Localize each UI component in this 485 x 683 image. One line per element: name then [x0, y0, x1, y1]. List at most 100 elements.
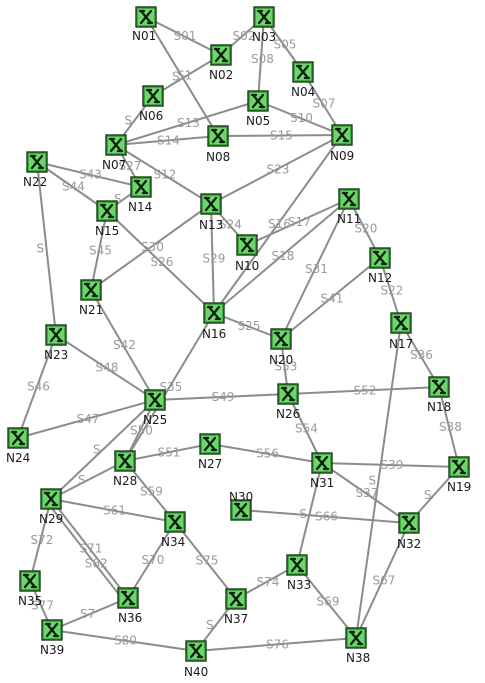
switch-x-icon[interactable] [247, 90, 269, 112]
link-line-s52-n26-n18[interactable] [287, 386, 440, 395]
link-line-s13-n07-n05[interactable] [115, 100, 259, 146]
node-n23[interactable]: N23 [44, 324, 68, 362]
node-n19[interactable]: N19 [447, 456, 471, 494]
node-n22[interactable]: N22 [23, 151, 48, 189]
node-n20[interactable]: N20 [269, 328, 293, 367]
switch-x-icon[interactable] [286, 554, 308, 576]
switch-x-icon[interactable] [45, 324, 67, 346]
node-n09[interactable]: N09 [330, 124, 354, 163]
switch-x-icon[interactable] [230, 499, 252, 521]
switch-x-icon[interactable] [41, 619, 63, 641]
link-line-s25-n16-n20[interactable] [213, 312, 282, 340]
node-n02[interactable]: N02 [209, 44, 233, 82]
link-line-s1-n02-n06[interactable] [152, 54, 222, 97]
node-n15[interactable]: N15 [95, 200, 119, 238]
link-line-s01-n01-n02[interactable] [145, 16, 222, 56]
link-line-s14-n07-n08[interactable] [115, 135, 219, 146]
link-line-s22-n12-n17[interactable] [379, 257, 402, 324]
switch-x-icon[interactable] [207, 125, 229, 147]
link-line-s66-n30-n32[interactable] [240, 509, 410, 524]
link-line-s69-n33-n38[interactable] [296, 564, 357, 639]
link-line-s16-n09-n16[interactable] [213, 134, 343, 314]
node-n05[interactable]: N05 [246, 90, 270, 128]
switch-x-icon[interactable] [114, 450, 136, 472]
switch-x-icon[interactable] [253, 6, 275, 28]
node-n35[interactable]: N35 [18, 570, 42, 608]
switch-x-icon[interactable] [236, 234, 258, 256]
switch-x-icon[interactable] [96, 200, 118, 222]
node-n27[interactable]: N27 [198, 433, 222, 471]
node-n13[interactable]: N13 [199, 193, 223, 232]
link-line-s72-n29-n35[interactable] [29, 498, 52, 582]
link-line-s35-n16-n28[interactable] [124, 312, 215, 462]
link-line-s12-n07-n13[interactable] [115, 144, 212, 205]
switch-x-icon[interactable] [448, 456, 470, 478]
link-line-s42-n21-n25[interactable] [90, 289, 156, 401]
switch-x-icon[interactable] [142, 85, 164, 107]
node-n17[interactable]: N17 [389, 312, 413, 351]
node-n18[interactable]: N18 [427, 376, 451, 414]
switch-x-icon[interactable] [428, 376, 450, 398]
link-line-s-n31-n33[interactable] [296, 462, 323, 566]
switch-x-icon[interactable] [144, 389, 166, 411]
switch-x-icon[interactable] [398, 512, 420, 534]
node-n03[interactable]: N03 [252, 6, 276, 44]
switch-x-icon[interactable] [200, 193, 222, 215]
link-line-s43-n22-n14[interactable] [36, 161, 142, 188]
node-n26[interactable]: N26 [276, 383, 300, 421]
node-n01[interactable]: N01 [132, 6, 157, 43]
link-line-s10-n05-n09[interactable] [257, 100, 343, 136]
node-n38[interactable]: N38 [345, 627, 370, 665]
link-line-s41-n12-n20[interactable] [280, 257, 381, 340]
switch-x-icon[interactable] [390, 312, 412, 334]
link-line-s7-n36-n39[interactable] [51, 597, 129, 631]
node-n32[interactable]: N32 [397, 512, 421, 551]
switch-x-icon[interactable] [203, 302, 225, 324]
switch-x-icon[interactable] [225, 588, 247, 610]
link-line-s18-n11-n16[interactable] [213, 198, 350, 314]
link-line-s17-n10-n11[interactable] [246, 198, 350, 246]
link-line-s56-n27-n31[interactable] [209, 443, 323, 464]
node-n07[interactable]: N07 [102, 134, 127, 172]
link-line-s51-n28-n27[interactable] [124, 443, 211, 462]
switch-x-icon[interactable] [105, 134, 127, 156]
node-n21[interactable]: N21 [79, 279, 103, 317]
switch-x-icon[interactable] [345, 627, 367, 649]
switch-x-icon[interactable] [40, 488, 62, 510]
link-line-s70-n34-n36[interactable] [127, 521, 176, 599]
node-n36[interactable]: N36 [117, 587, 142, 625]
node-n10[interactable]: N10 [235, 234, 259, 273]
link-line-s08-n03-n05[interactable] [257, 16, 265, 102]
node-n30[interactable]: N30 [229, 490, 253, 521]
link-line-s29-n13-n16[interactable] [210, 203, 215, 314]
node-n16[interactable]: N16 [202, 302, 226, 341]
switch-x-icon[interactable] [277, 383, 299, 405]
node-n29[interactable]: N29 [39, 488, 63, 526]
node-n39[interactable]: N39 [40, 619, 64, 657]
link-line-s-n25-n29[interactable] [50, 399, 156, 500]
link-line-s-n17-n38[interactable] [355, 322, 402, 639]
link-line-s46-n23-n24[interactable] [17, 334, 57, 439]
link-line-s37-n31-n32[interactable] [321, 462, 410, 524]
link-line-s61-n29-n34[interactable] [50, 498, 176, 523]
link-line-s67-n32-n38[interactable] [355, 522, 410, 639]
node-n24[interactable]: N24 [6, 427, 30, 465]
switch-x-icon[interactable] [292, 61, 314, 83]
link-line-s30-n21-n13[interactable] [90, 203, 212, 291]
node-n37[interactable]: N37 [224, 588, 248, 626]
switch-x-icon[interactable] [338, 188, 360, 210]
link-line-s23-n09-n13[interactable] [210, 134, 343, 205]
node-n34[interactable]: N34 [161, 511, 186, 549]
node-n28[interactable]: N28 [113, 450, 137, 488]
link-line-s76-n40-n38[interactable] [195, 637, 357, 652]
node-n06[interactable]: N06 [139, 85, 164, 123]
link-line-s62-n29-n36[interactable] [46, 501, 125, 602]
switch-x-icon[interactable] [210, 44, 232, 66]
link-line-s26-n15-n16[interactable] [106, 210, 215, 314]
node-n25[interactable]: N25 [143, 389, 167, 427]
link-line-s39-n31-n19[interactable] [321, 462, 460, 468]
link-line-s75-n34-n37[interactable] [174, 521, 237, 600]
link-line-s31-n11-n20[interactable] [280, 198, 350, 340]
switch-x-icon[interactable] [311, 452, 333, 474]
switch-x-icon[interactable] [130, 176, 152, 198]
